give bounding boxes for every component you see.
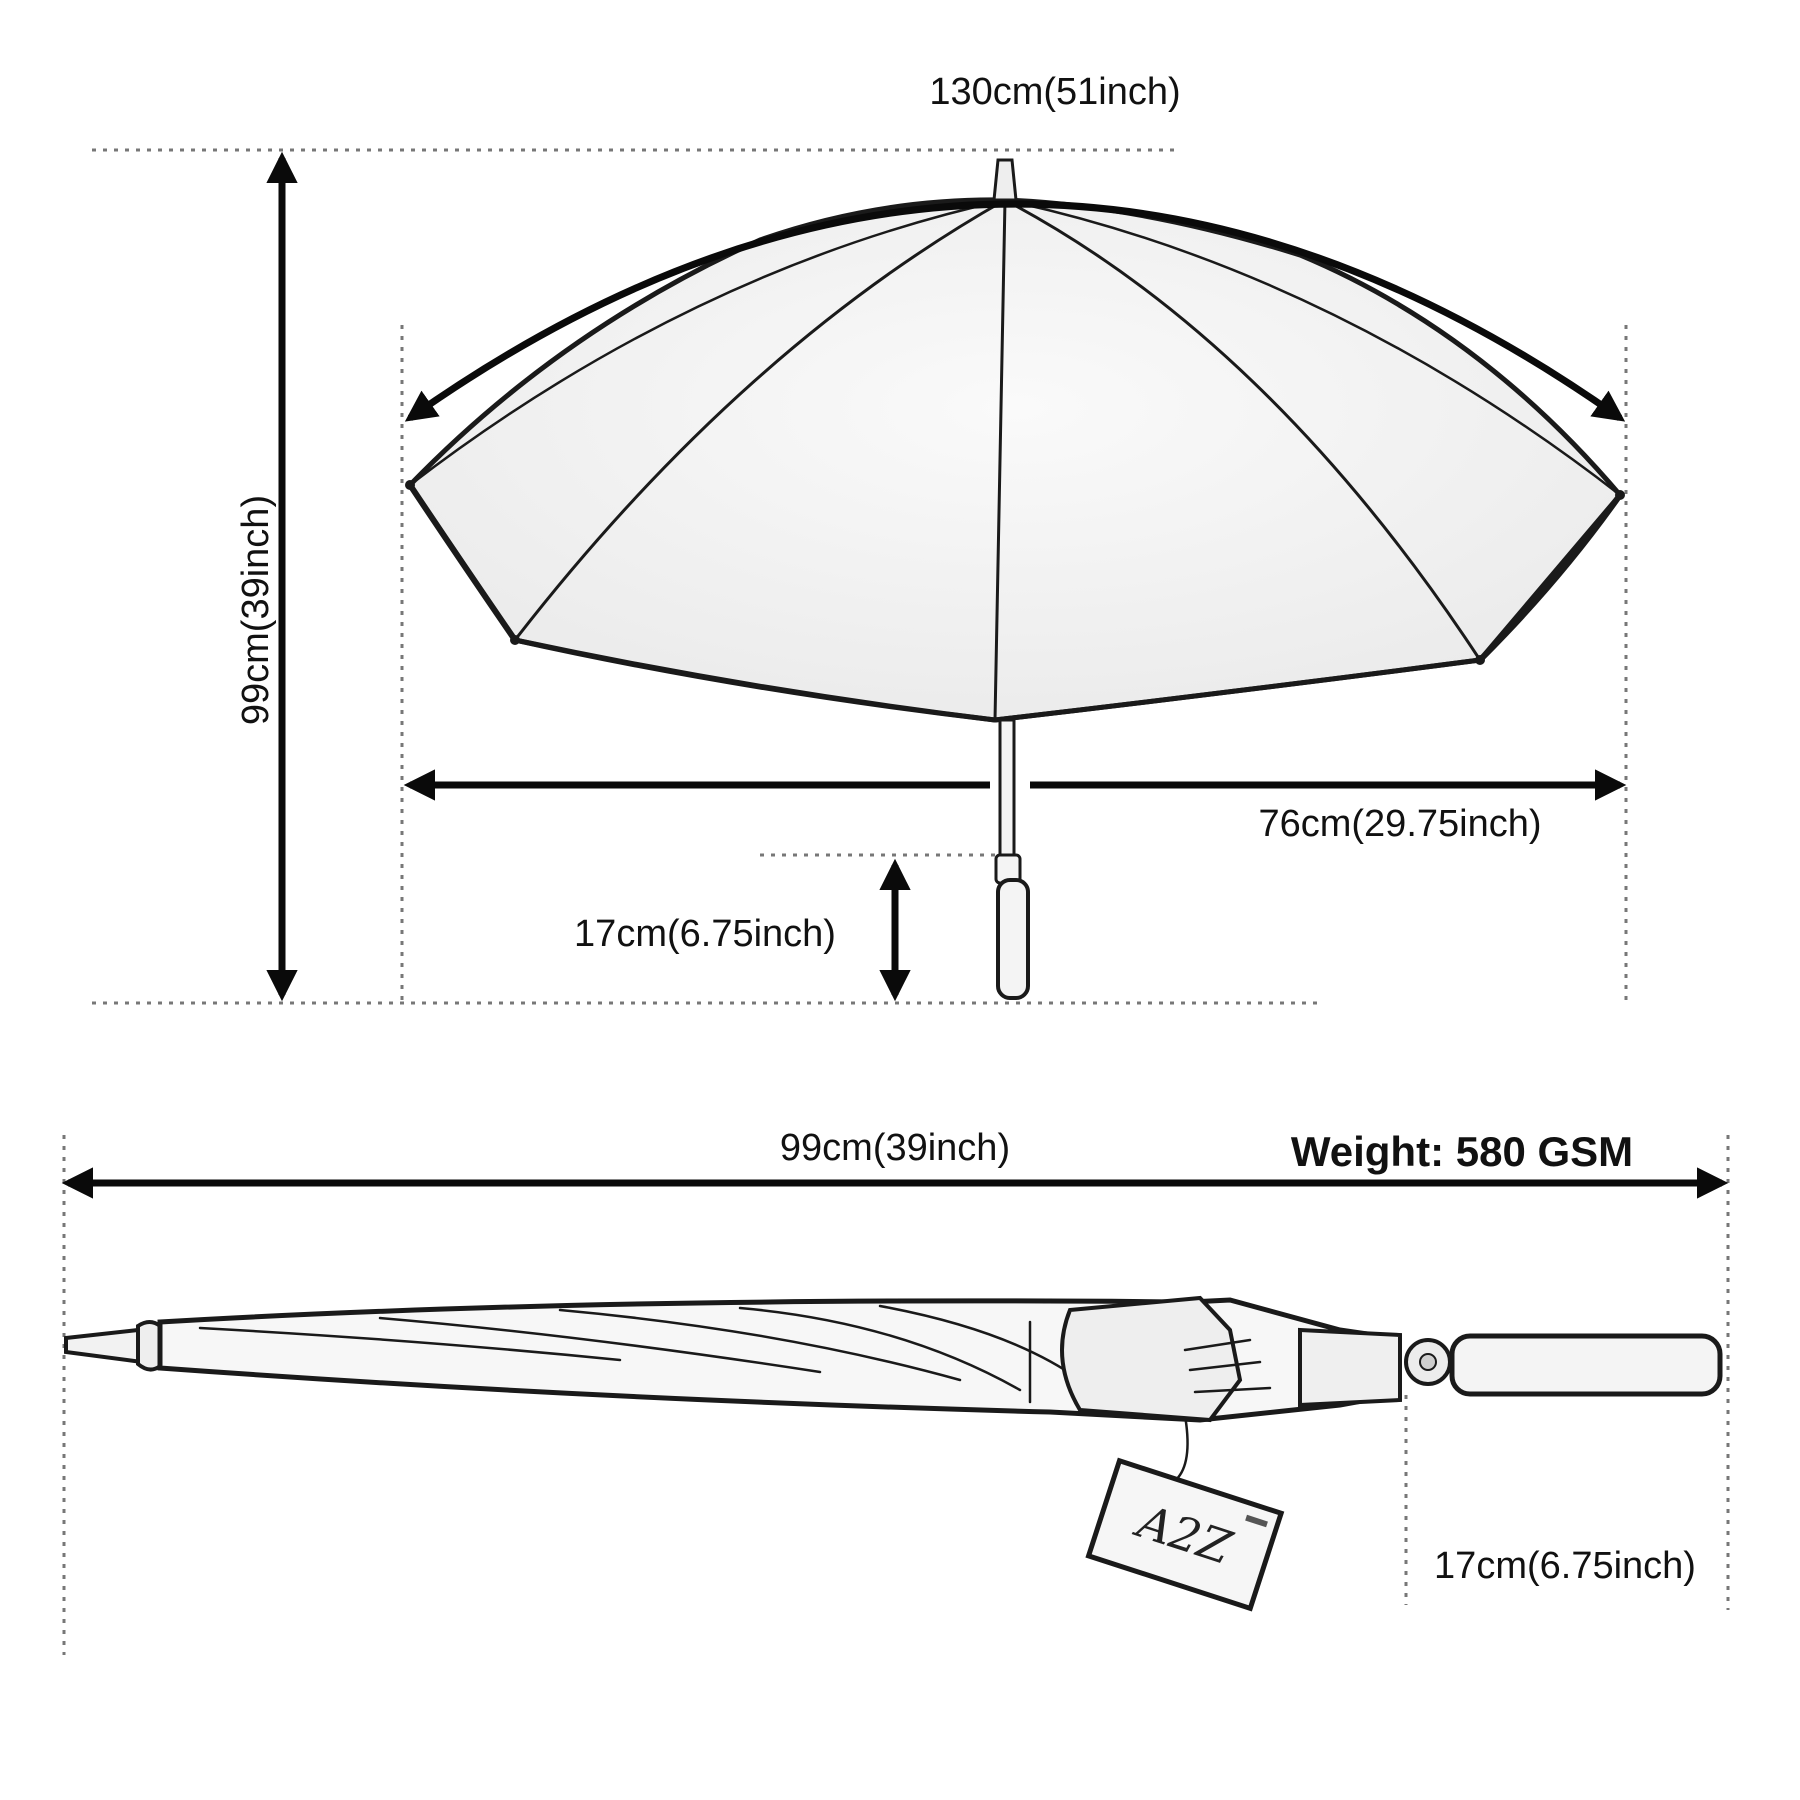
open-handle-label: 17cm(6.75inch) [574, 913, 836, 955]
closed-length-label: 99cm(39inch) [780, 1127, 1010, 1169]
open-umbrella-handle [996, 878, 1030, 1000]
canopy-arc-label: 130cm(51inch) [929, 71, 1180, 113]
closed-umbrella-handle [1449, 1333, 1723, 1397]
closed-umbrella-body [64, 1295, 1452, 1423]
brand-hang-tag: A2Z [1085, 1417, 1285, 1612]
open-umbrella-section: 130cm(51inch) 99cm(39inch) 76cm(29.75inc… [92, 71, 1628, 1005]
open-height-label: 99cm(39inch) [235, 495, 277, 725]
open-umbrella-shaft [994, 718, 1022, 885]
umbrella-tip [992, 158, 1018, 202]
open-width-label: 76cm(29.75inch) [1258, 803, 1541, 845]
open-umbrella-canopy [405, 197, 1625, 723]
weight-label: Weight: 580 GSM [1291, 1128, 1633, 1175]
canopy-arc-dimension-arrow [404, 200, 1626, 422]
closed-handle-label: 17cm(6.75inch) [1434, 1545, 1696, 1587]
closed-umbrella-section: 99cm(39inch) Weight: 580 GSM [61, 1127, 1730, 1655]
